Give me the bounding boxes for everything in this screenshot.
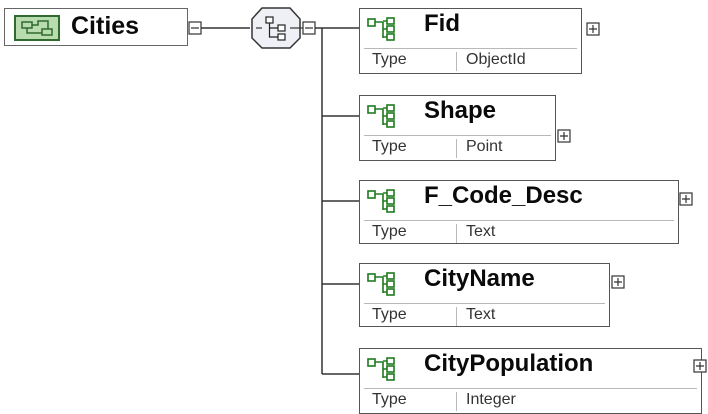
element-name: CityPopulation [424, 350, 594, 377]
property-row: Type Text [364, 220, 674, 246]
sequence-compositor-icon[interactable] [251, 7, 303, 49]
property-divider [456, 139, 457, 158]
property-key: Type [372, 306, 407, 323]
expand-icon[interactable] [557, 129, 571, 143]
property-value: ObjectId [466, 51, 526, 68]
property-divider [456, 307, 457, 326]
property-divider [456, 392, 457, 411]
property-row: Type Text [364, 303, 605, 329]
element-name: F_Code_Desc [424, 182, 583, 209]
root-element[interactable]: Cities [4, 8, 188, 46]
property-key: Type [372, 138, 407, 155]
element-icon [367, 189, 395, 213]
element-box-shape[interactable]: Shape Type Point [359, 95, 556, 161]
element-name: CityName [424, 265, 535, 292]
element-box-fid[interactable]: Fid Type ObjectId [359, 8, 582, 74]
expand-icon[interactable] [693, 359, 707, 373]
complex-type-icon [14, 15, 60, 41]
property-row: Type ObjectId [364, 48, 577, 74]
element-name: Shape [424, 97, 497, 124]
element-icon [367, 17, 395, 41]
property-key: Type [372, 391, 407, 408]
element-box-f-code-desc[interactable]: F_Code_Desc Type Text [359, 180, 679, 244]
element-icon [367, 357, 395, 381]
property-value: Integer [466, 391, 516, 408]
property-key: Type [372, 223, 407, 240]
property-value: Text [466, 223, 496, 240]
expand-icon[interactable] [611, 275, 625, 289]
property-key: Type [372, 51, 407, 68]
property-row: Type Point [364, 135, 551, 161]
property-row: Type Integer [364, 388, 697, 414]
expand-icon[interactable] [679, 192, 693, 206]
property-value: Text [466, 306, 496, 323]
collapse-icon[interactable] [302, 21, 316, 35]
property-value: Point [466, 138, 503, 155]
property-divider [456, 52, 457, 71]
element-name: Fid [424, 10, 460, 37]
element-box-cityname[interactable]: CityName Type Text [359, 263, 610, 327]
element-icon [367, 272, 395, 296]
element-icon [367, 104, 395, 128]
element-box-citypopulation[interactable]: CityPopulation Type Integer [359, 348, 702, 414]
collapse-icon[interactable] [188, 21, 202, 35]
property-divider [456, 224, 457, 243]
expand-icon[interactable] [586, 22, 600, 36]
root-element-label: Cities [71, 12, 140, 40]
